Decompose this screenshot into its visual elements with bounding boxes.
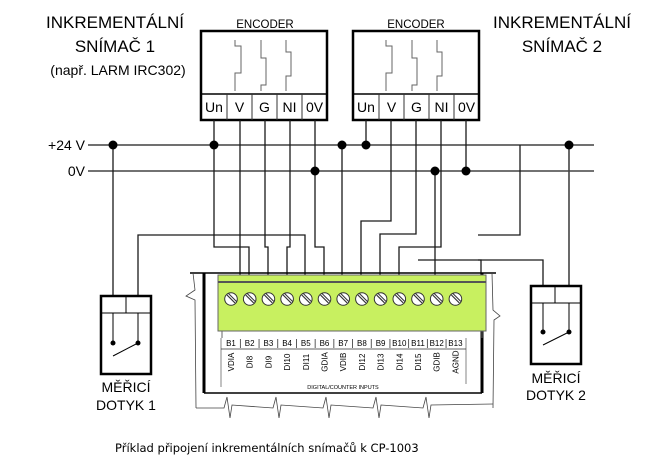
signal-label: DI12	[358, 353, 367, 370]
junction-dots	[108, 140, 574, 176]
sensor1-title-line1: INKREMENTÁLNÍ	[46, 13, 184, 32]
terminal-label: B1	[226, 339, 236, 348]
terminal-label: B11	[411, 339, 425, 348]
encoder1-waveform-icon	[234, 40, 292, 91]
terminal-screw-icon	[336, 292, 351, 306]
rail-0v-label: 0V	[68, 163, 86, 179]
terminal-label: B9	[376, 339, 386, 348]
terminal-screw-icon	[224, 292, 238, 306]
terminal-screw-icon	[299, 292, 313, 306]
probe2-label-line2: DOTYK 2	[526, 387, 586, 403]
encoder1-label: ENCODER	[236, 19, 294, 31]
terminal-screw-icon	[373, 292, 388, 306]
terminal-label: B10	[392, 339, 407, 348]
terminal-label: B4	[282, 339, 292, 348]
terminal-label: B8	[357, 339, 367, 348]
terminal-label: B13	[448, 339, 463, 348]
terminal-screw-icon	[242, 292, 257, 306]
probe1-label-line2: DOTYK 1	[96, 397, 156, 413]
signal-label: GDIB	[433, 352, 442, 372]
power-rails: +24 V 0V	[48, 137, 594, 179]
terminal-label: B6	[320, 339, 330, 348]
terminal-screw-icon	[448, 292, 463, 306]
encoder2: ENCODER Un V G NI 0V	[351, 19, 481, 122]
terminal-screw-icon	[317, 292, 332, 306]
encoder1-body	[199, 29, 329, 122]
signal-label: DI9	[264, 355, 273, 368]
diagram-caption: Příklad připojení inkrementálních snímač…	[115, 441, 419, 455]
probe1-wires	[112, 145, 200, 296]
encoder1-pin-v: V	[235, 99, 245, 115]
terminal-label: B12	[430, 339, 445, 348]
sensor2-title: INKREMENTÁLNÍ SNÍMAČ 2	[493, 13, 631, 56]
terminal-label: B5	[301, 339, 311, 348]
encoder1-wires	[200, 120, 325, 275]
sensor2-title-line1: INKREMENTÁLNÍ	[493, 13, 631, 32]
terminal-screw-icon	[429, 292, 444, 306]
encoder2-label: ENCODER	[387, 19, 445, 31]
signal-label: DI13	[377, 353, 386, 370]
terminal-label: B7	[338, 339, 348, 348]
encoder1-pin-g: G	[259, 99, 270, 115]
probe1: MĚŘICÍ DOTYK 1	[96, 294, 156, 413]
encoder2-pin-ni: NI	[435, 99, 449, 115]
encoder2-pin-v: V	[387, 99, 397, 115]
probe1-label-line1: MĚŘICÍ	[102, 379, 151, 395]
encoder2-pin-0v: 0V	[458, 99, 476, 115]
signal-label: VDIB	[339, 353, 348, 372]
terminal-label: B2	[245, 339, 255, 348]
signal-label: DI15	[414, 353, 423, 370]
signal-label: DI8	[246, 355, 255, 368]
sensor1-title-line2: SNÍMAČ 1	[75, 37, 155, 56]
terminal-label: B3	[264, 339, 274, 348]
probe2-wires	[478, 145, 570, 286]
signal-label: DI14	[395, 353, 404, 370]
encoder1-pin-0v: 0V	[306, 99, 324, 115]
signal-label: DI11	[302, 353, 311, 370]
rail-24v-label: +24 V	[48, 137, 86, 153]
terminal-screw-icon	[261, 292, 276, 306]
probe2-body	[529, 284, 583, 366]
probe2: MĚŘICÍ DOTYK 2	[526, 284, 586, 403]
signal-label: DI10	[283, 353, 292, 370]
probe1-switch-icon	[110, 313, 141, 357]
encoder2-waveform-icon	[385, 40, 443, 91]
probe2-label-line1: MĚŘICÍ	[532, 370, 581, 386]
encoder1-pin-ni: NI	[283, 99, 297, 115]
sensor2-title-line2: SNÍMAČ 2	[522, 37, 602, 56]
signal-label: VDIA	[227, 352, 236, 371]
sensor1-example: (např. LARM IRC302)	[50, 62, 185, 78]
sensor1-title: INKREMENTÁLNÍ SNÍMAČ 1 (např. LARM IRC30…	[46, 13, 186, 78]
encoder1-pin-un: Un	[205, 99, 223, 115]
terminal-screw-icon	[355, 292, 369, 306]
terminal-screw-icon	[411, 292, 425, 306]
encoder2-wires	[341, 120, 521, 275]
terminal-screw-icon	[280, 292, 294, 306]
probe2-switch-icon	[540, 303, 572, 346]
signal-label: AGND	[451, 350, 460, 373]
module-group-label: DIGITAL/COUNTER INPUTS	[307, 385, 379, 391]
encoder1: ENCODER Un V G NI 0V	[199, 19, 329, 122]
encoder2-pin-g: G	[411, 99, 422, 115]
signal-label: GDIA	[321, 352, 330, 372]
encoder2-pin-un: Un	[357, 99, 375, 115]
terminal-screw-icon	[392, 292, 407, 306]
terminal-block	[217, 274, 487, 332]
